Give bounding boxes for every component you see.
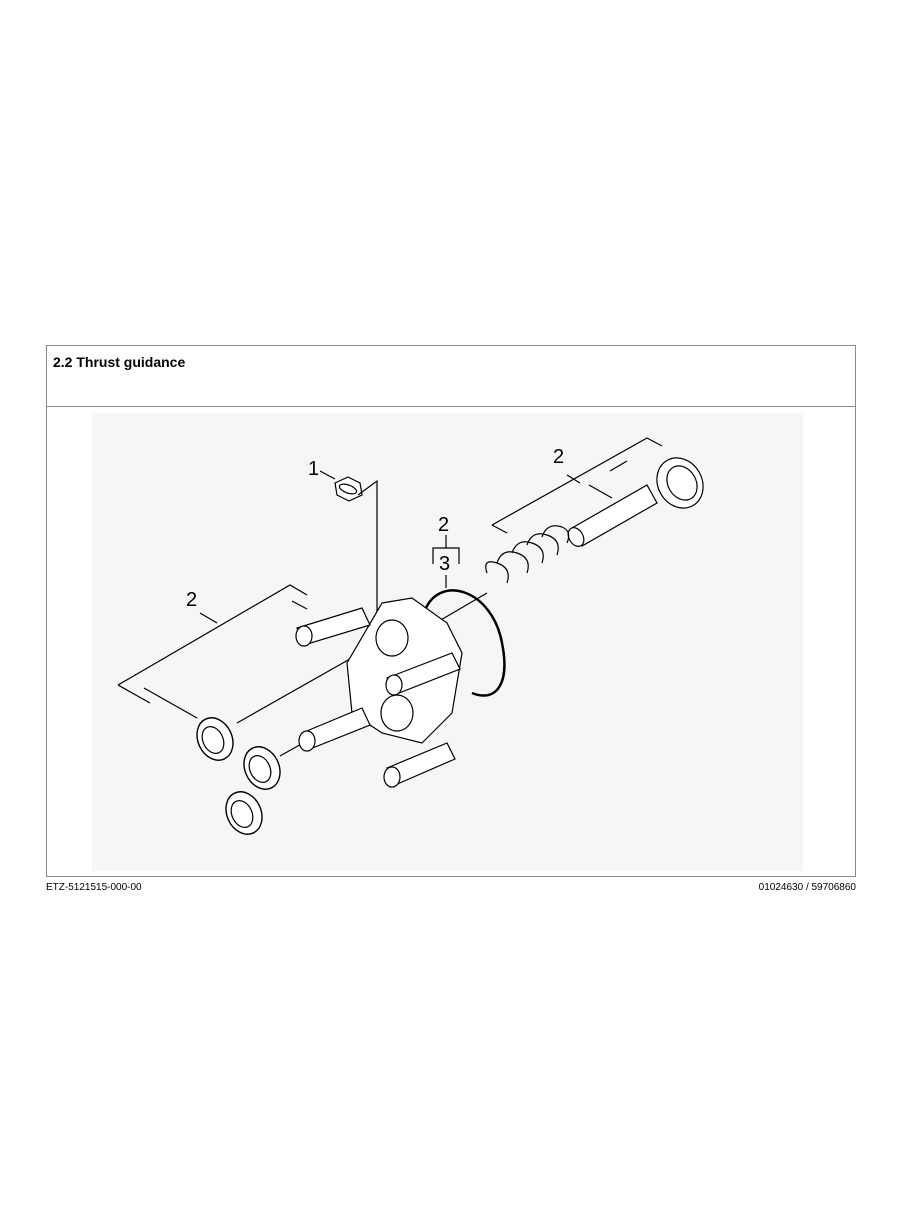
- document-id: ETZ-5121515-000-00: [46, 882, 142, 893]
- callout-1: 1: [308, 458, 378, 643]
- section-title: 2.2 Thrust guidance: [53, 354, 186, 370]
- svg-text:2: 2: [553, 446, 564, 468]
- part-numbers: 01024630 / 59706860: [758, 882, 856, 893]
- spring-icon: [426, 525, 570, 629]
- lock-ring-icon: [656, 457, 704, 509]
- title-row: 2.2 Thrust guidance: [47, 346, 855, 407]
- seal-insert-icon: [334, 476, 363, 502]
- piston-icon: [567, 484, 658, 547]
- callout-2-right: 2: [491, 437, 663, 534]
- callout-2-3: 2 3: [432, 514, 460, 588]
- svg-text:2: 2: [438, 514, 449, 536]
- callout-2-left: 2: [117, 584, 308, 719]
- section-frame: 2.2 Thrust guidance 1 2 3: [46, 345, 856, 877]
- svg-text:1: 1: [308, 458, 319, 480]
- svg-text:3: 3: [439, 553, 450, 575]
- exploded-parts-diagram: 1 2 3 2: [92, 413, 803, 871]
- swash-housing-icon: [295, 597, 463, 788]
- o-ring-icon: [422, 589, 506, 697]
- svg-text:2: 2: [186, 589, 197, 611]
